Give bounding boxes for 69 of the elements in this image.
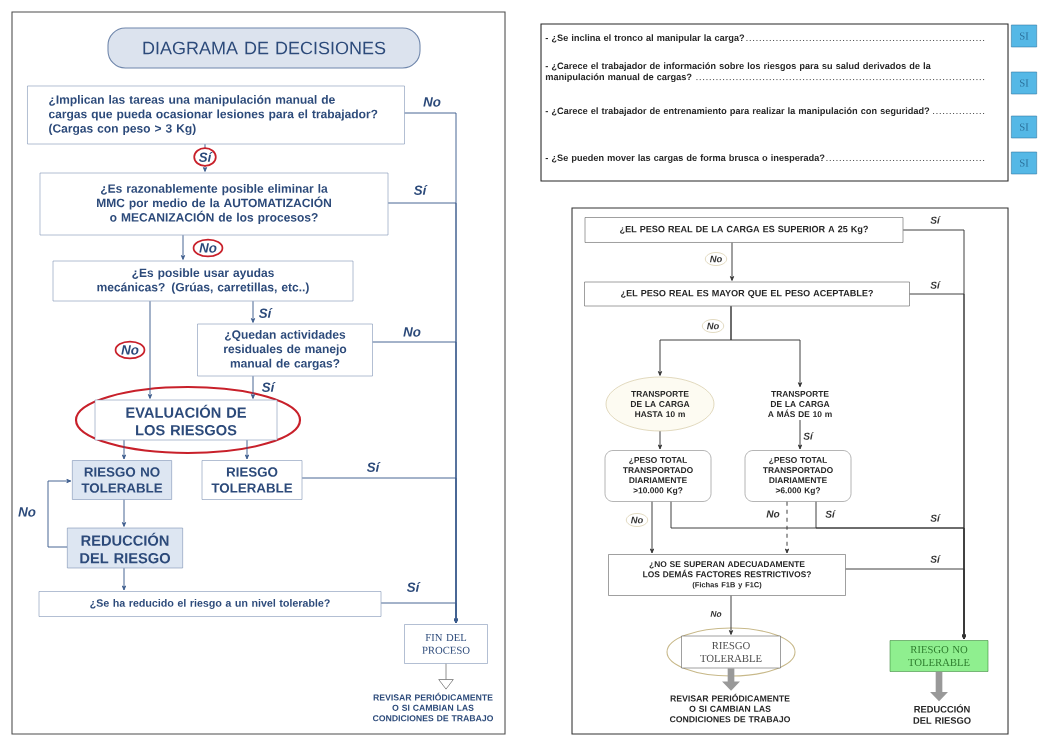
title-banner: DIAGRAMA DE DECISIONES [107,27,421,69]
result-box: RIESGO TOLERABLE [201,460,303,500]
arrow [730,305,803,388]
edge-label: Sí [801,430,815,442]
edge-label: No [114,340,146,360]
arrow [121,567,127,591]
question-box: ¿Se ha reducido el riesgo a un nivel tolerable? [38,591,382,617]
arrow [250,375,256,399]
note-text: REDUCCIÓN DEL RIESGO [913,704,971,724]
edge-label: No [765,509,781,519]
arrow [649,501,655,554]
edge-label: Sí [412,183,428,197]
answer-box: SI [1011,151,1037,175]
arrow [47,478,72,548]
question-box: ¿Quedan actividades residuales de manejo manual de cargas? [197,323,373,377]
question-box: ¿EL PESO REAL DE LA CARGA ES SUPERIOR A 25 Kg? [584,217,904,243]
process-box: REDUCCIÓN DEL RIESGO [67,527,183,569]
edge-label: No [709,609,723,619]
arrow [121,439,127,460]
question-box: ¿EL PESO REAL ES MAYOR QUE EL PESO ACEPTABLE? [584,281,910,307]
arrow [784,501,790,554]
edge-label: Sí [365,460,381,474]
edge-label: No [702,319,724,333]
oval: TRANSPORTE DE LA CARGA HASTA 10 m [605,376,715,432]
answer-box: SI [1011,24,1037,48]
edge-label: No [705,252,727,266]
arrow [438,663,454,690]
rounded-box: ¿PESO TOTAL TRANSPORTADO DIARIAMENTE >6.000 Kg? [744,450,852,502]
question-box: ¿Implican las tareas una manipulación manual de cargas que pueda ocasionar lesiones para el trabajador? (Cargas con peso > 3 Kg) [27,85,405,145]
edge-label: Sí [928,214,942,226]
end-box: FIN DEL PROCESO [404,624,488,664]
process-box: EVALUACIÓN DE LOS RIESGOS [94,399,278,441]
result-box: RIESGO NO TOLERABLE [889,640,989,672]
answer-box: SI [1011,115,1037,139]
edge-label: Sí [405,580,421,594]
arrow [180,234,186,260]
edge-label: Sí [257,306,273,320]
edge-label: No [401,326,423,338]
result-box: RIESGO TOLERABLE [681,635,781,669]
arrow [797,419,803,450]
edge-label: Sí [928,512,942,524]
rounded-box: ¿PESO TOTAL TRANSPORTADO DIARIAMENTE >10.000 Kg? [604,450,712,502]
arrow [250,300,256,323]
arrow [728,595,734,635]
arrow [121,499,127,527]
checklist-box: - ¿Se inclina el tronco al manipular la carga? - ¿Carece el trabajador de información sobre los riesgos para su salud derivados de la manipulación manual de cargas? - ¿Carece el trabajador de entrenamiento para realizar la manipulación con seguridad? - ¿Se pueden mover las cargas de forma brusca o inesperada? [540,23,1009,182]
arrow [657,430,663,450]
note-text: REVISAR PERIÓDICAMENTE O SI CAMBIAN LAS CONDICIONES DE TRABAJO [372,692,494,722]
answer-box: SI [1011,71,1037,95]
arrow [845,568,967,640]
edge-label: Sí [260,380,276,394]
question-box: ¿Es posible usar ayudas mecánicas? (Grúas, carretillas, etc..) [52,260,354,302]
edge-label: No [421,96,443,108]
arrow [729,242,735,281]
edge-label: Sí [823,508,837,520]
edge-label: No [16,506,38,518]
edge-label: No [192,238,224,258]
note-text: REVISAR PERIÓDICAMENTE O SI CAMBIAN LAS CONDICIONES DE TRABAJO [669,693,791,723]
arrow [202,143,208,172]
edge-label: Sí [193,147,217,167]
edge-label: Sí [928,553,942,565]
condition-text: TRANSPORTE DE LA CARGA A MÁS DE 10 m [768,390,832,418]
question-box: ¿Es razonablemente posible eliminar la MMC por medio de la AUTOMATIZACIÓN o MECANIZACIÓN de los procesos? [39,172,389,236]
result-box: RIESGO NO TOLERABLE [72,460,172,500]
arrow [244,439,250,460]
arrow [380,602,459,624]
edge-label: No [626,513,648,527]
arrow [147,300,153,399]
edge-label: Sí [928,279,942,291]
